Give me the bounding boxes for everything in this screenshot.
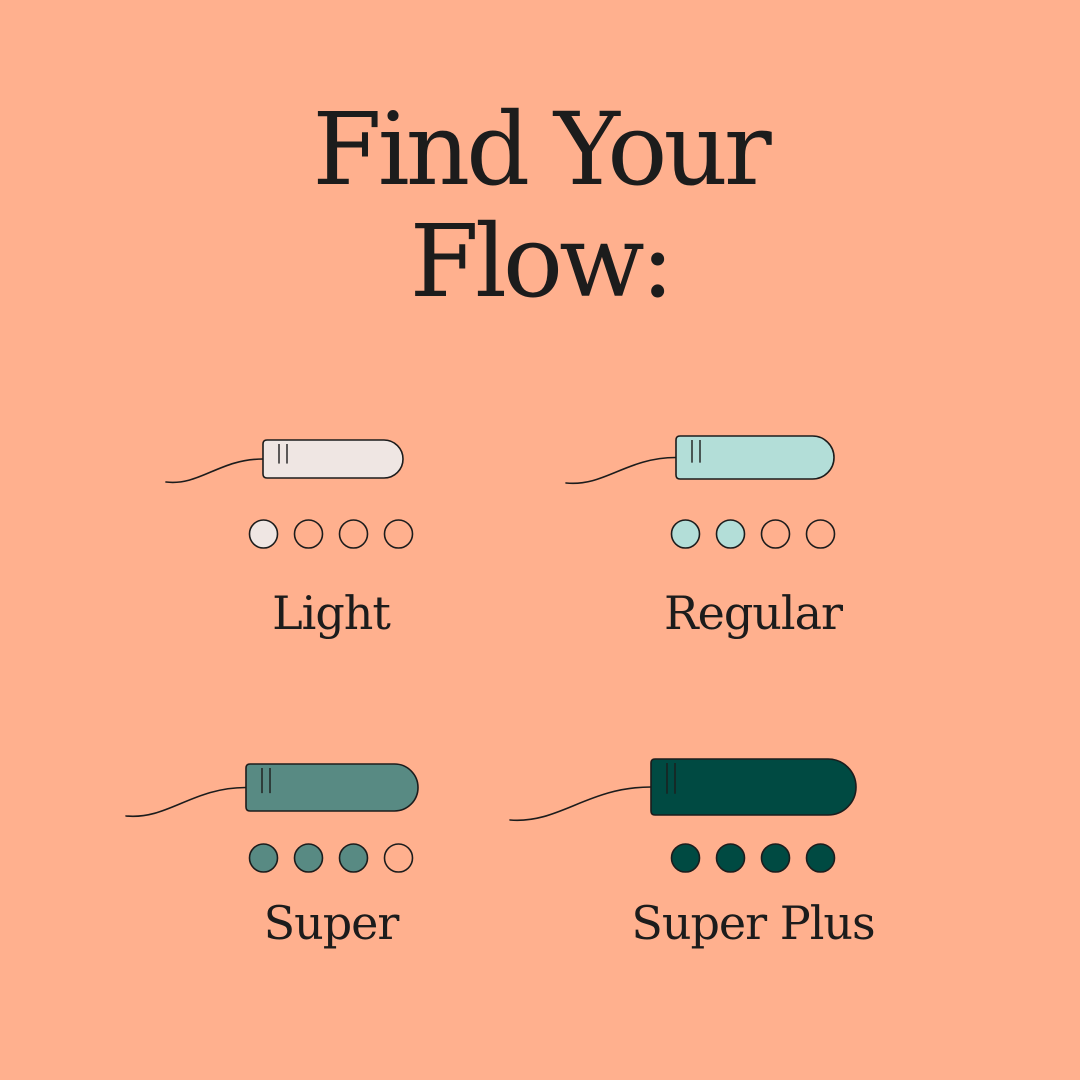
flow-dot-filled [293,843,324,873]
level-label-super: Super [263,896,400,950]
flow-dot-empty [338,519,369,549]
flow-dot-filled [670,519,701,549]
flow-dot-empty [805,519,836,549]
flow-dot-filled [760,843,791,873]
flow-dot-empty [383,519,414,549]
flow-dot-empty [383,843,414,873]
flow-dot-filled [805,843,836,873]
flow-dot-empty [293,519,324,549]
tampon-body [262,439,404,479]
flow-dot-empty [760,519,791,549]
tampon-string [565,456,677,485]
level-label-regular: Regular [663,586,843,640]
tampon-icon [125,763,419,818]
tampon-string [125,786,247,818]
level-label-super-plus: Super Plus [631,896,875,950]
tampon-body [650,758,857,816]
tampon-icon [509,758,857,822]
tampon-string [165,458,264,484]
tampon-icon [565,435,835,485]
tampon-body [675,435,835,480]
level-label-light: Light [272,586,391,640]
tampon-string [509,786,652,822]
tampon-icon [165,439,404,484]
flow-dot-filled [338,843,369,873]
page-title-line-2: Flow: [409,203,675,320]
flow-dot-filled [670,843,701,873]
page-title-line-1: Find Your [312,91,771,208]
flow-dot-filled [715,843,746,873]
flow-dot-filled [715,519,746,549]
flow-dot-filled [248,519,279,549]
tampon-body [245,763,419,812]
flow-dot-filled [248,843,279,873]
